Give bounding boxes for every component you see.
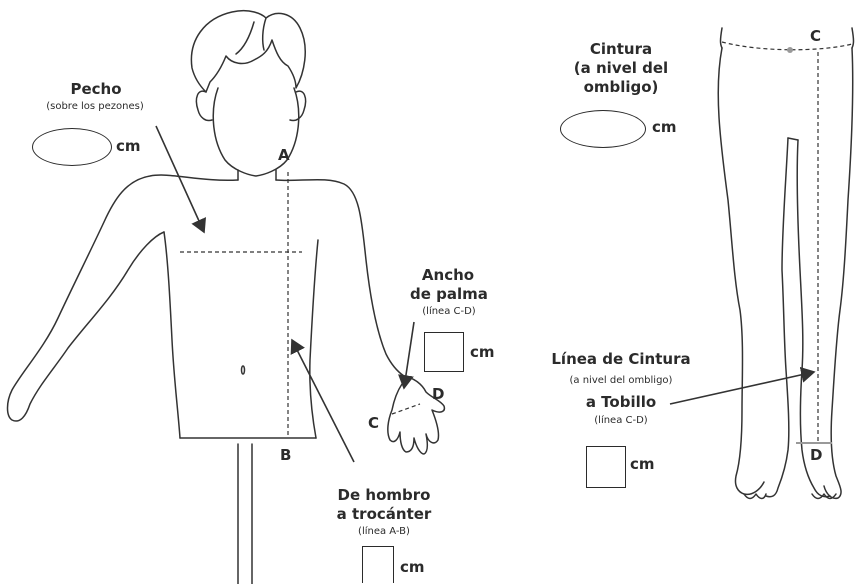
palm-dashed-line — [392, 404, 420, 414]
point-d-left-label: D — [432, 386, 444, 402]
point-c-right-label: C — [810, 28, 821, 44]
pecho-input-oval[interactable] — [32, 128, 112, 166]
linea-input-box[interactable] — [586, 446, 626, 488]
hombro-title-1: De hombro — [324, 486, 444, 505]
cintura-input-oval[interactable] — [560, 110, 646, 148]
point-a-label: A — [278, 147, 290, 163]
linea-subtitle-1: (a nivel del ombligo) — [546, 374, 696, 387]
point-c-marker — [787, 47, 793, 53]
hombro-input-box[interactable] — [362, 546, 394, 583]
pecho-subtitle: (sobre los pezones) — [30, 100, 160, 113]
linea-title-1: Línea de Cintura — [546, 350, 696, 369]
legs-outline — [718, 28, 853, 499]
cintura-title-2: (a nivel del — [566, 59, 676, 78]
palma-title-1: Ancho — [418, 266, 478, 285]
linea-title-2: a Tobillo — [566, 393, 676, 412]
palma-title-2: de palma — [404, 285, 494, 304]
hombro-title-2: a trocánter — [324, 505, 444, 524]
hombro-subtitle: (línea A-B) — [334, 525, 434, 538]
point-c-left-label: C — [368, 415, 379, 431]
palma-input-box[interactable] — [424, 332, 464, 372]
pecho-unit: cm — [116, 137, 141, 155]
shoulder-to-hip-arrow — [292, 340, 354, 462]
hombro-unit: cm — [400, 558, 425, 576]
point-b-label: B — [280, 447, 291, 463]
palma-unit: cm — [470, 343, 495, 361]
linea-unit: cm — [630, 455, 655, 473]
cintura-unit: cm — [652, 118, 677, 136]
pecho-title: Pecho — [66, 80, 126, 99]
palma-subtitle: (línea C-D) — [404, 305, 494, 318]
linea-subtitle-2: (línea C-D) — [566, 414, 676, 427]
cintura-title-3: ombligo) — [566, 78, 676, 97]
cintura-title-1: Cintura — [566, 40, 676, 59]
point-d-right-label: D — [810, 447, 822, 463]
